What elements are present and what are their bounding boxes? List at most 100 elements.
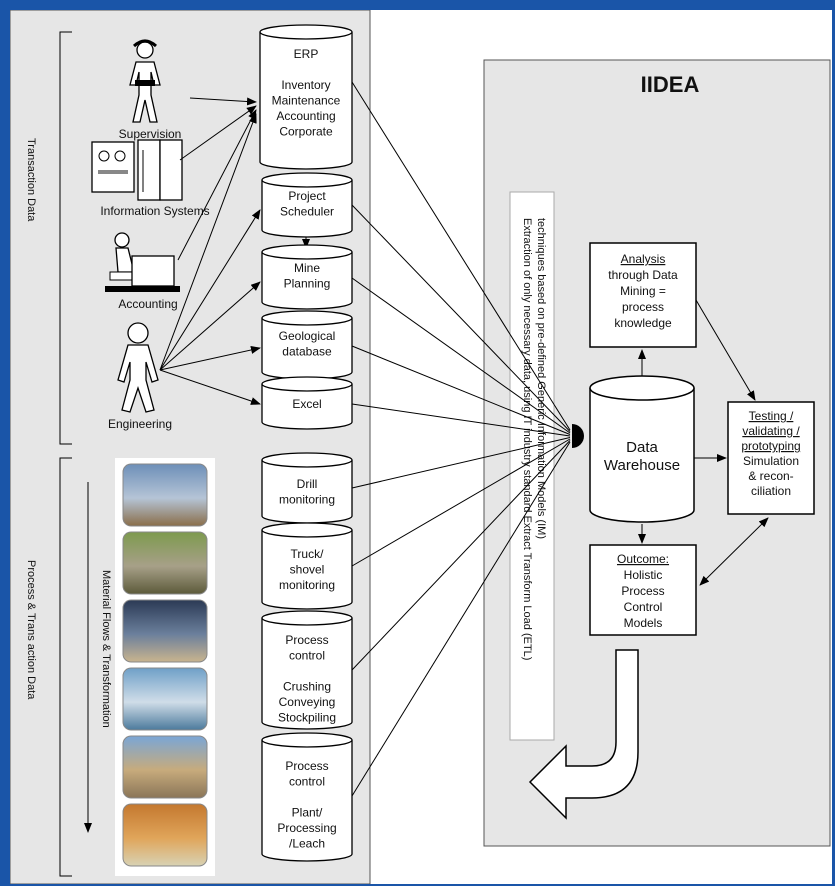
outcome-line-3: Control	[624, 600, 663, 614]
process-control-plant-text-1: Process	[285, 759, 328, 773]
feedback-arrow	[528, 649, 639, 820]
testing-line-2: & recon-	[748, 469, 793, 483]
process-control-crushing-text-4: Crushing	[283, 680, 331, 694]
leach-pad-photo	[122, 803, 208, 867]
testing-heading-1: Testing /	[749, 409, 794, 423]
connector-line	[351, 441, 571, 797]
process-control-plant-text-2: control	[289, 775, 325, 789]
etl-line-1: Extraction of only necessary data, using…	[521, 218, 533, 660]
connector-line	[351, 277, 571, 434]
connector-line	[351, 403, 571, 437]
diagram-svg: IIDEA Transaction Data Process & Trans a…	[10, 10, 831, 884]
supervision-label: Supervision	[119, 127, 182, 141]
process-control-crushing-text-1: Process	[285, 633, 328, 647]
warehouse-line-2: Warehouse	[604, 457, 680, 474]
truck-shovel-text-1: Truck/	[291, 547, 325, 561]
geological-database-text-1: Geological	[279, 329, 336, 343]
information-systems-figure	[91, 139, 183, 201]
open-pit-photo	[122, 531, 208, 595]
process-control-crushing-cylinder: Process controlCrushingConveyingStockpili…	[261, 610, 353, 730]
erp-text-3: Inventory	[281, 78, 330, 92]
engineering-to-geological-arrow	[159, 346, 261, 371]
etl-band	[509, 191, 555, 741]
process-control-plant-text-4: Plant/	[292, 806, 323, 820]
photos-group	[122, 463, 208, 867]
drill-monitoring-text-2: monitoring	[279, 493, 335, 507]
data-warehouse-cylinder	[589, 375, 695, 523]
engineering-figure	[117, 322, 159, 413]
connector-line	[351, 81, 571, 431]
project-scheduler-text-2: Scheduler	[280, 205, 334, 219]
truck-shovel-text-2: shovel	[290, 563, 325, 577]
outcome-heading: Outcome:	[617, 552, 669, 566]
outcome-line-1: Holistic	[624, 568, 663, 582]
testing-line-3: ciliation	[751, 484, 791, 498]
excel-cylinder: Excel	[261, 376, 353, 430]
connector-line	[351, 204, 571, 432]
supervision-to-erp-arrow	[189, 97, 257, 106]
process-control-plant-text-5: Processing	[277, 821, 336, 835]
analysis-line-2: Mining =	[620, 284, 666, 298]
engineering-to-scheduler-arrow	[159, 209, 261, 371]
connector-line	[351, 438, 571, 567]
analysis-line-4: knowledge	[614, 316, 672, 330]
material-flows-label: Material Flows & Transformation	[100, 570, 112, 728]
erp-text-5: Accounting	[276, 109, 335, 123]
mine-planning-text-2: Planning	[284, 277, 331, 291]
drill-monitoring-text-1: Drill	[297, 477, 318, 491]
warehouse-line-1: Data	[626, 439, 658, 456]
engineering-label: Engineering	[108, 417, 172, 431]
engineering-to-mine-planning-arrow	[159, 281, 261, 371]
outcome-line-2: Process	[621, 584, 664, 598]
drill-rig-photo	[122, 463, 208, 527]
transaction-data-label: Transaction Data	[25, 138, 37, 222]
shaft-photo	[122, 599, 208, 663]
process-control-crushing-text-2: control	[289, 649, 325, 663]
process-control-crushing-text-5: Conveying	[279, 695, 336, 709]
cylinders-group: ERP InventoryMaintenanceAccountingCorpora…	[259, 24, 353, 862]
analysis-heading: Analysis	[621, 252, 666, 266]
engineering-to-erp-arrow	[159, 113, 257, 371]
connector-line	[351, 437, 571, 489]
outcome-line-4: Models	[624, 616, 663, 630]
stacker-photo	[122, 735, 208, 799]
accounting-label: Accounting	[118, 297, 177, 311]
analysis-box	[589, 242, 697, 348]
connector-lines	[351, 81, 571, 797]
analysis-line-3: process	[622, 300, 664, 314]
transaction-bracket	[59, 31, 72, 445]
analysis-line-1: through Data	[608, 268, 678, 282]
drill-monitoring-cylinder: Drill monitoring	[261, 452, 353, 524]
project-scheduler-text-1: Project	[288, 189, 326, 203]
information-systems-to-erp-arrow	[179, 105, 257, 161]
accounting-figure	[105, 232, 180, 292]
diagram-canvas: IIDEA Transaction Data Process & Trans a…	[10, 10, 832, 884]
testing-line-1: Simulation	[743, 454, 799, 468]
outcome-testing-arrow	[699, 517, 769, 586]
outcome-box	[589, 544, 697, 636]
erp-text-4: Maintenance	[272, 94, 341, 108]
truck-shovel-text-3: monitoring	[279, 578, 335, 592]
process-transaction-label: Process & Trans action Data	[25, 560, 37, 700]
etl-line-2: techniques based on pre-defined Generic …	[535, 218, 547, 539]
erp-text-1: ERP	[294, 47, 319, 61]
process-control-crushing-text-6: Stockpiling	[278, 711, 336, 725]
testing-box	[727, 401, 815, 515]
iidea-title: IIDEA	[641, 72, 700, 97]
mine-planning-text-1: Mine	[294, 261, 320, 275]
information-systems-label: Information Systems	[100, 204, 209, 218]
erp-text-6: Corporate	[279, 125, 333, 139]
accounting-to-erp-arrow	[177, 109, 257, 261]
testing-heading-2: validating /	[742, 424, 800, 438]
connector-hub	[572, 424, 584, 448]
connector-line	[351, 440, 571, 671]
supervision-figure	[129, 39, 161, 123]
process-control-plant-text-6: /Leach	[289, 837, 325, 851]
engineering-to-excel-arrow	[159, 369, 261, 405]
connector-line	[351, 345, 571, 435]
